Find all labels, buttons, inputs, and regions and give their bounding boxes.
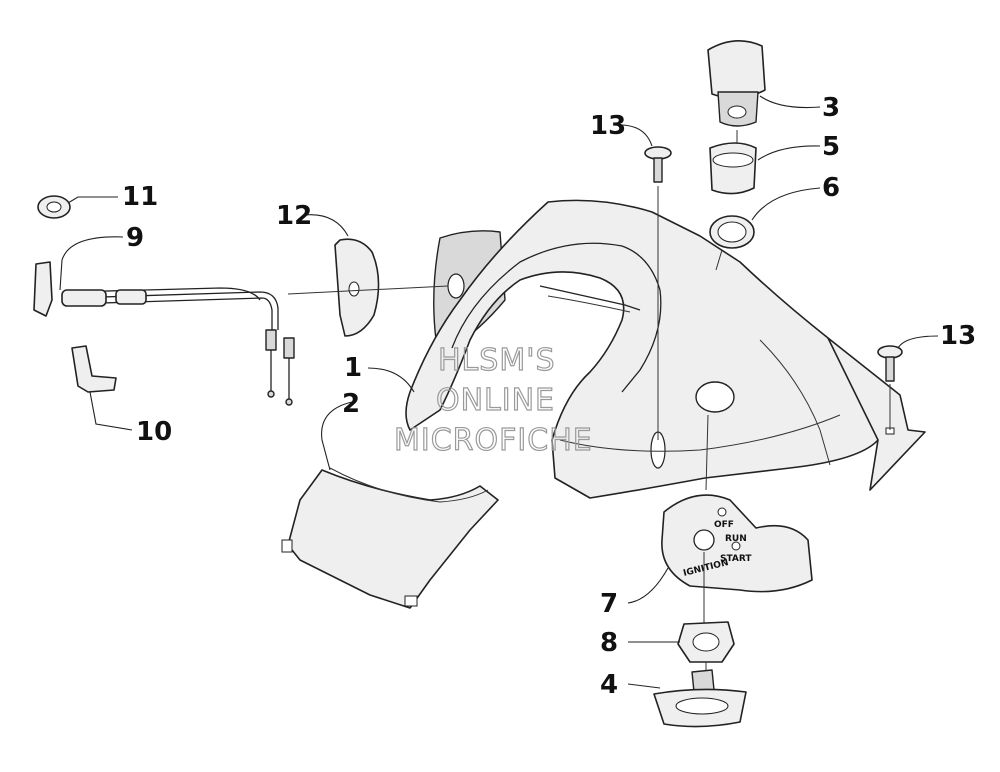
ignition-hole <box>695 381 735 413</box>
washer <box>37 195 71 219</box>
lower-panel <box>281 467 499 609</box>
gasket <box>287 238 449 337</box>
lock-washer <box>709 215 755 271</box>
leader-lines <box>59 95 939 689</box>
callout-11: 11 <box>122 182 158 212</box>
callout-3: 3 <box>822 93 840 123</box>
callout-13-left: 13 <box>590 111 626 141</box>
watermark-line1: HLSM'S <box>438 343 556 378</box>
callout-13-right: 13 <box>940 321 976 351</box>
screw-right <box>877 345 903 430</box>
callout-4: 4 <box>600 670 618 700</box>
callout-6: 6 <box>822 173 840 203</box>
wall-hole <box>447 273 465 299</box>
watermark-line2: ONLINE <box>436 383 555 418</box>
callout-9: 9 <box>126 223 144 253</box>
callout-7: 7 <box>600 589 618 619</box>
ignition-switch <box>707 40 766 150</box>
callout-2: 2 <box>342 389 360 419</box>
start-label: START <box>720 554 752 564</box>
callout-10: 10 <box>136 417 172 447</box>
callout-12: 12 <box>276 201 312 231</box>
switch-nut <box>677 621 735 676</box>
throttle-lever <box>71 345 117 393</box>
off-label: OFF <box>714 520 734 530</box>
callout-numbers: 11 9 10 12 1 2 13 3 5 6 13 7 8 4 <box>122 93 976 700</box>
switch-sleeve <box>709 142 757 195</box>
screw-left <box>644 146 672 440</box>
ignition-key <box>653 669 747 728</box>
run-label: RUN <box>725 534 747 544</box>
callout-1: 1 <box>344 353 362 383</box>
watermark: HLSM'S ONLINE MICROFICHE <box>393 342 593 458</box>
callout-8: 8 <box>600 628 618 658</box>
ignition-plate: OFF RUN START IGNITION <box>661 414 813 640</box>
watermark-line3: MICROFICHE <box>394 423 593 458</box>
throttle-cable-assembly <box>33 261 295 406</box>
console-housing <box>405 199 926 499</box>
callout-5: 5 <box>822 132 840 162</box>
